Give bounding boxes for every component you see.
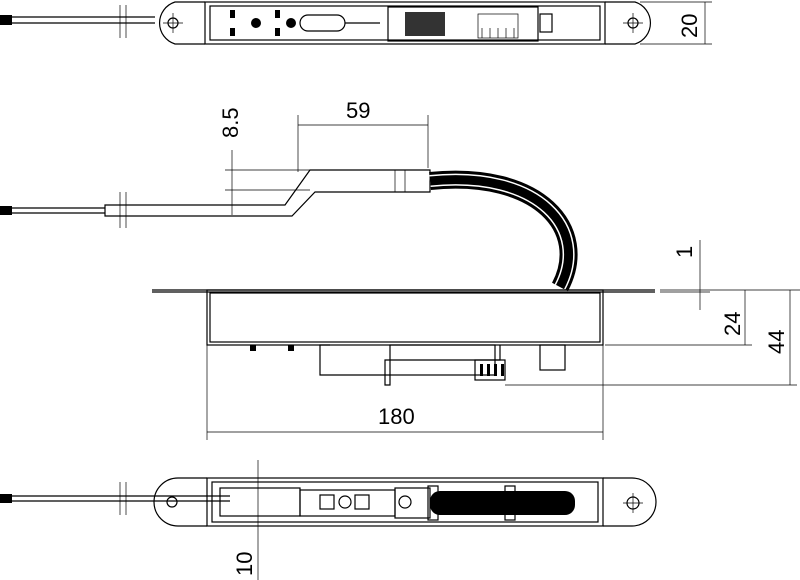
dim-20: 20 (677, 14, 702, 38)
strike-plate (204, 1, 606, 45)
dim-8-5: 8.5 (218, 107, 243, 138)
bottom-view (0, 460, 657, 580)
lock-body-bottom (206, 477, 604, 527)
mounting-lug-left (153, 477, 207, 527)
dim-180: 180 (378, 404, 415, 429)
mounting-lug-right (603, 477, 657, 527)
dim-1: 1 (672, 246, 697, 258)
lock-body (206, 289, 604, 346)
dim-44: 44 (764, 330, 789, 354)
strike-arm (104, 169, 431, 217)
top-view (0, 1, 712, 45)
mounting-lug-right (605, 1, 651, 45)
cable (429, 170, 578, 292)
dim-24: 24 (720, 312, 745, 336)
dim-10: 10 (232, 552, 257, 576)
mounting-lug-left (159, 1, 205, 45)
dim-59: 59 (346, 98, 370, 123)
side-view (0, 115, 800, 440)
